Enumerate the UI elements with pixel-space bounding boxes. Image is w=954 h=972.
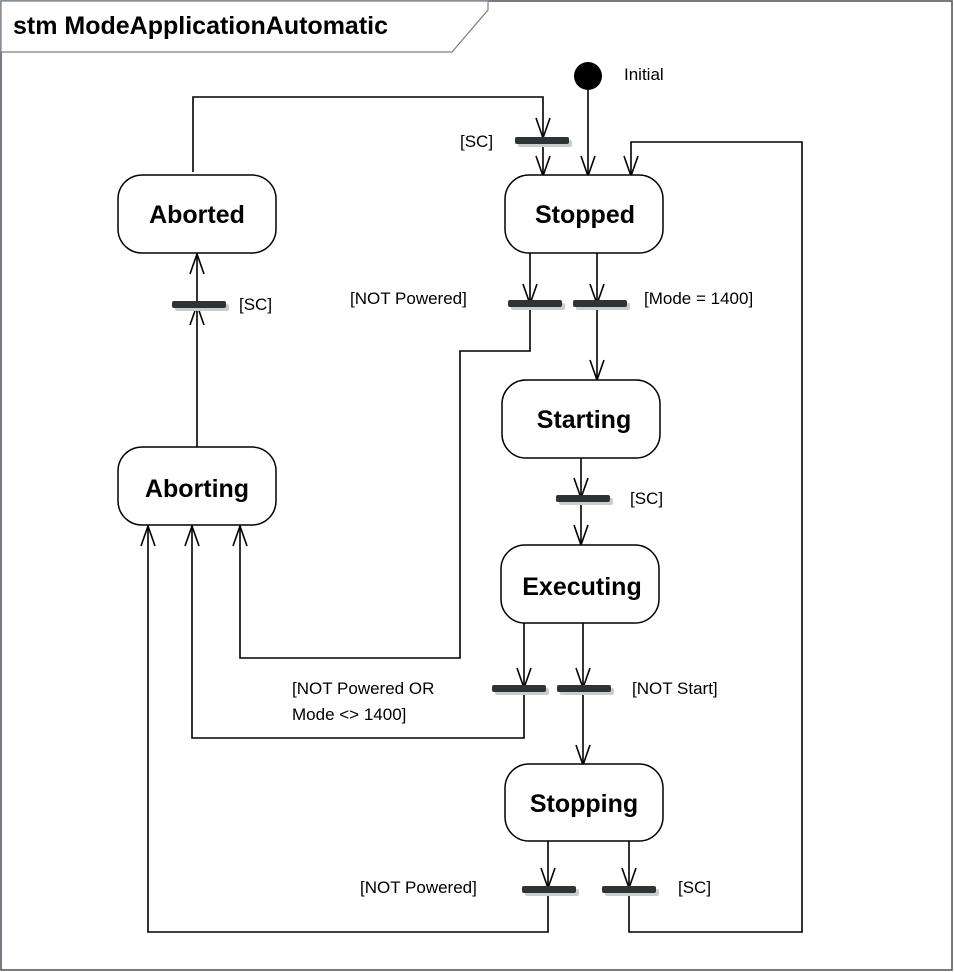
guard-label: [SC]: [678, 878, 711, 897]
junction-bar-executing-aborting[interactable]: [492, 685, 549, 695]
guard-label-line1: [NOT Powered OR: [292, 679, 434, 698]
diagram-title: stm ModeApplicationAutomatic: [13, 12, 388, 40]
diagram-title-tab: [0, 0, 489, 53]
junction-bar-mode-1400[interactable]: [573, 300, 630, 310]
arrowhead-icon: [189, 251, 205, 275]
arrowhead-icon: [184, 523, 200, 547]
guard-label: [SC]: [460, 132, 493, 151]
junction-bar-not-powered-stopped[interactable]: [508, 300, 565, 310]
junction-bar-starting-executing[interactable]: [556, 495, 613, 505]
state-label: Aborted: [149, 201, 245, 229]
edge-executing-aborting: [191, 526, 525, 739]
state-starting[interactable]: Starting: [501, 379, 661, 459]
guard-label: [Mode = 1400]: [644, 289, 753, 308]
junction-bar-stopping-aborting[interactable]: [522, 886, 579, 896]
state-label: Starting: [537, 406, 631, 434]
guard-label: [SC]: [630, 489, 663, 508]
arrowhead-icon: [232, 523, 248, 547]
initial-node[interactable]: [574, 62, 602, 90]
guard-label-line2: Mode <> 1400]: [292, 705, 406, 724]
guard-label: [NOT Start]: [632, 679, 718, 698]
state-aborted[interactable]: Aborted: [117, 174, 277, 254]
state-label: Executing: [522, 573, 641, 601]
junction-bar-stopping-stopped[interactable]: [602, 886, 659, 896]
guard-label: [NOT Powered]: [350, 289, 467, 308]
state-aborting[interactable]: Aborting: [117, 446, 277, 526]
edge-stopping-stopped: [628, 141, 803, 933]
guard-label: [NOT Powered]: [360, 878, 477, 897]
state-label: Stopped: [535, 201, 635, 229]
edge-stopped-aborting: [239, 252, 531, 659]
state-label: Stopping: [530, 790, 638, 818]
junction-bar-not-start[interactable]: [557, 685, 614, 695]
guard-label: [SC]: [239, 295, 272, 314]
arrowhead-icon: [140, 523, 156, 547]
initial-label: Initial: [624, 65, 664, 84]
junction-bar-aborted-stopped[interactable]: [515, 137, 572, 147]
junction-bar-aborting-aborted[interactable]: [172, 301, 229, 311]
state-stopped[interactable]: Stopped: [504, 174, 664, 254]
state-label: Aborting: [145, 475, 249, 503]
state-executing[interactable]: Executing: [500, 544, 660, 624]
state-stopping[interactable]: Stopping: [504, 763, 664, 842]
